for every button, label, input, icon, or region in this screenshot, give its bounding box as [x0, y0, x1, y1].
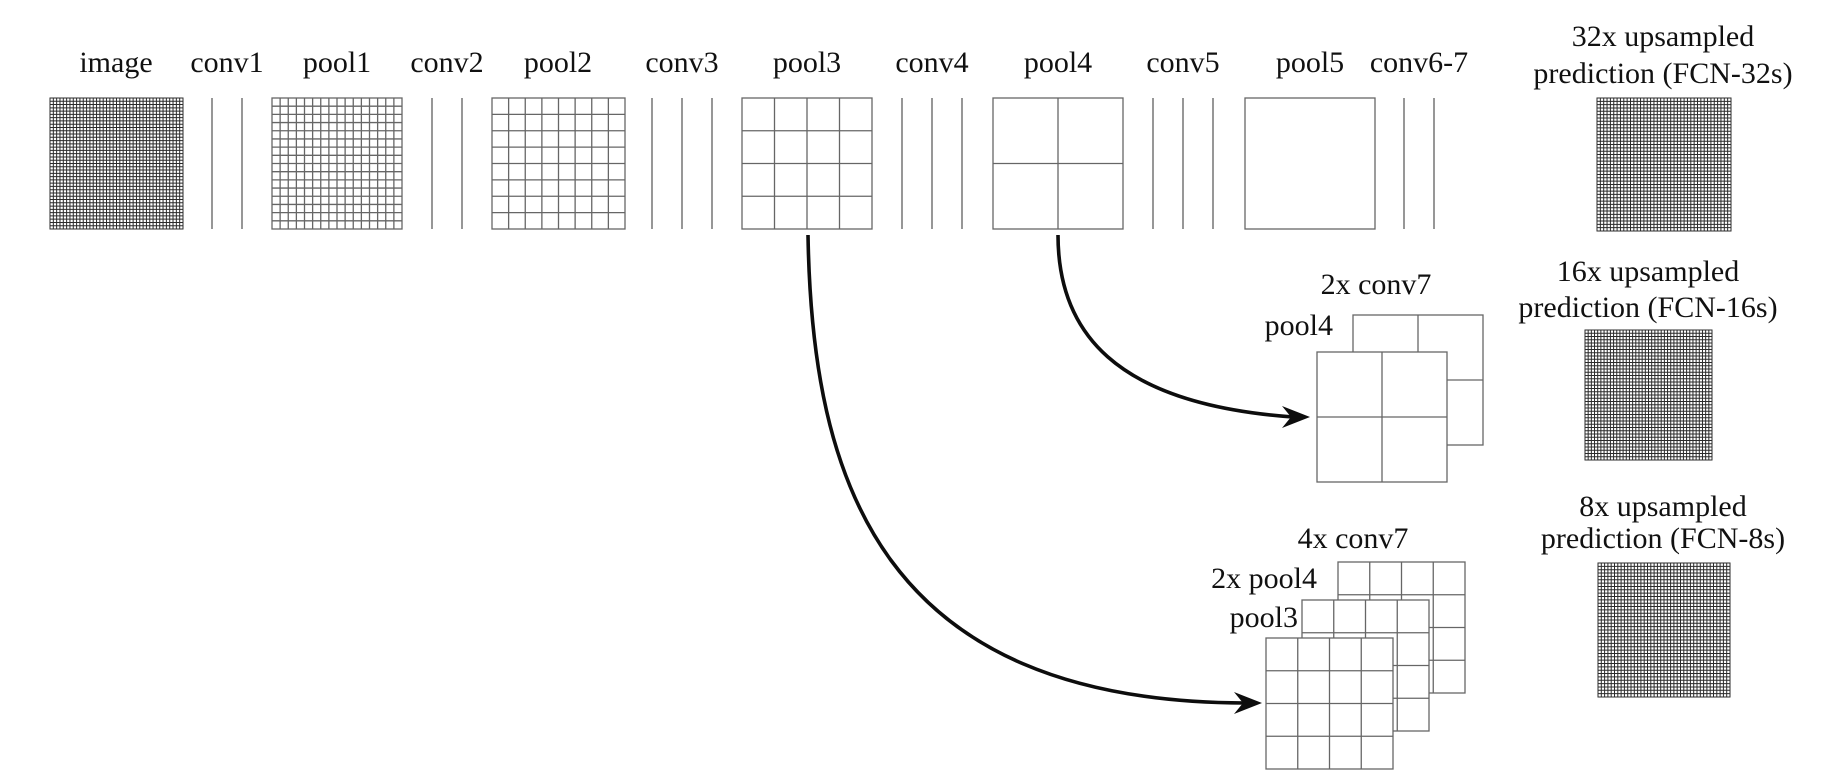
label-conv2: conv2 — [410, 46, 484, 79]
fcn-16s-fusion-stack — [1316, 314, 1484, 483]
label-pool2: pool2 — [523, 46, 593, 79]
label-fusion-pool4: pool4 — [1264, 309, 1333, 342]
fcn-8s-title-line1: 8x upsampled — [1579, 490, 1747, 523]
pool5-grid — [1244, 97, 1376, 230]
label-conv5: conv5 — [1146, 46, 1220, 79]
label-conv6-7: conv6-7 — [1369, 46, 1469, 79]
conv5-lines — [1152, 98, 1214, 229]
image-grid — [49, 97, 184, 230]
label-pool1: pool1 — [302, 46, 372, 79]
label-2x-pool4: 2x pool4 — [1211, 562, 1317, 595]
fcn-8s-prediction-grid — [1597, 562, 1731, 698]
label-image: image — [79, 46, 153, 79]
fcn-8s-fusion-stack — [1265, 561, 1466, 770]
pool4-grid — [992, 97, 1124, 230]
label-fusion-pool3: pool3 — [1229, 601, 1298, 634]
label-4x-conv7: 4x conv7 — [1297, 522, 1409, 555]
fcn-32s-title-line2: prediction (FCN-32s) — [1533, 57, 1793, 90]
fcn-32s-prediction-grid — [1596, 97, 1732, 232]
fcn-8s-fusion-arrow — [806, 234, 1262, 714]
pool1-grid — [271, 97, 403, 230]
fcn-8s-title-line2: prediction (FCN-8s) — [1540, 522, 1786, 555]
conv4-lines — [901, 98, 963, 229]
label-pool4: pool4 — [1023, 46, 1093, 79]
fcn-32s-title-line1: 32x upsampled — [1571, 20, 1755, 53]
fcn-16s-title-line2: prediction (FCN-16s) — [1518, 291, 1778, 324]
label-pool5: pool5 — [1275, 46, 1345, 79]
label-conv1: conv1 — [190, 46, 264, 79]
conv1-lines — [211, 98, 243, 229]
conv3-lines — [651, 98, 713, 229]
conv2-lines — [431, 98, 463, 229]
label-pool3: pool3 — [772, 46, 842, 79]
fcn-16s-fusion-arrow — [1056, 234, 1310, 428]
fcn-16s-prediction-grid — [1584, 329, 1713, 461]
fcn-16s-title-line1: 16x upsampled — [1556, 255, 1740, 288]
label-2x-conv7: 2x conv7 — [1320, 268, 1432, 301]
label-conv4: conv4 — [895, 46, 969, 79]
label-conv3: conv3 — [645, 46, 719, 79]
pool2-grid — [491, 97, 626, 230]
pool3-grid — [741, 97, 873, 230]
conv6-7-lines — [1403, 98, 1435, 229]
